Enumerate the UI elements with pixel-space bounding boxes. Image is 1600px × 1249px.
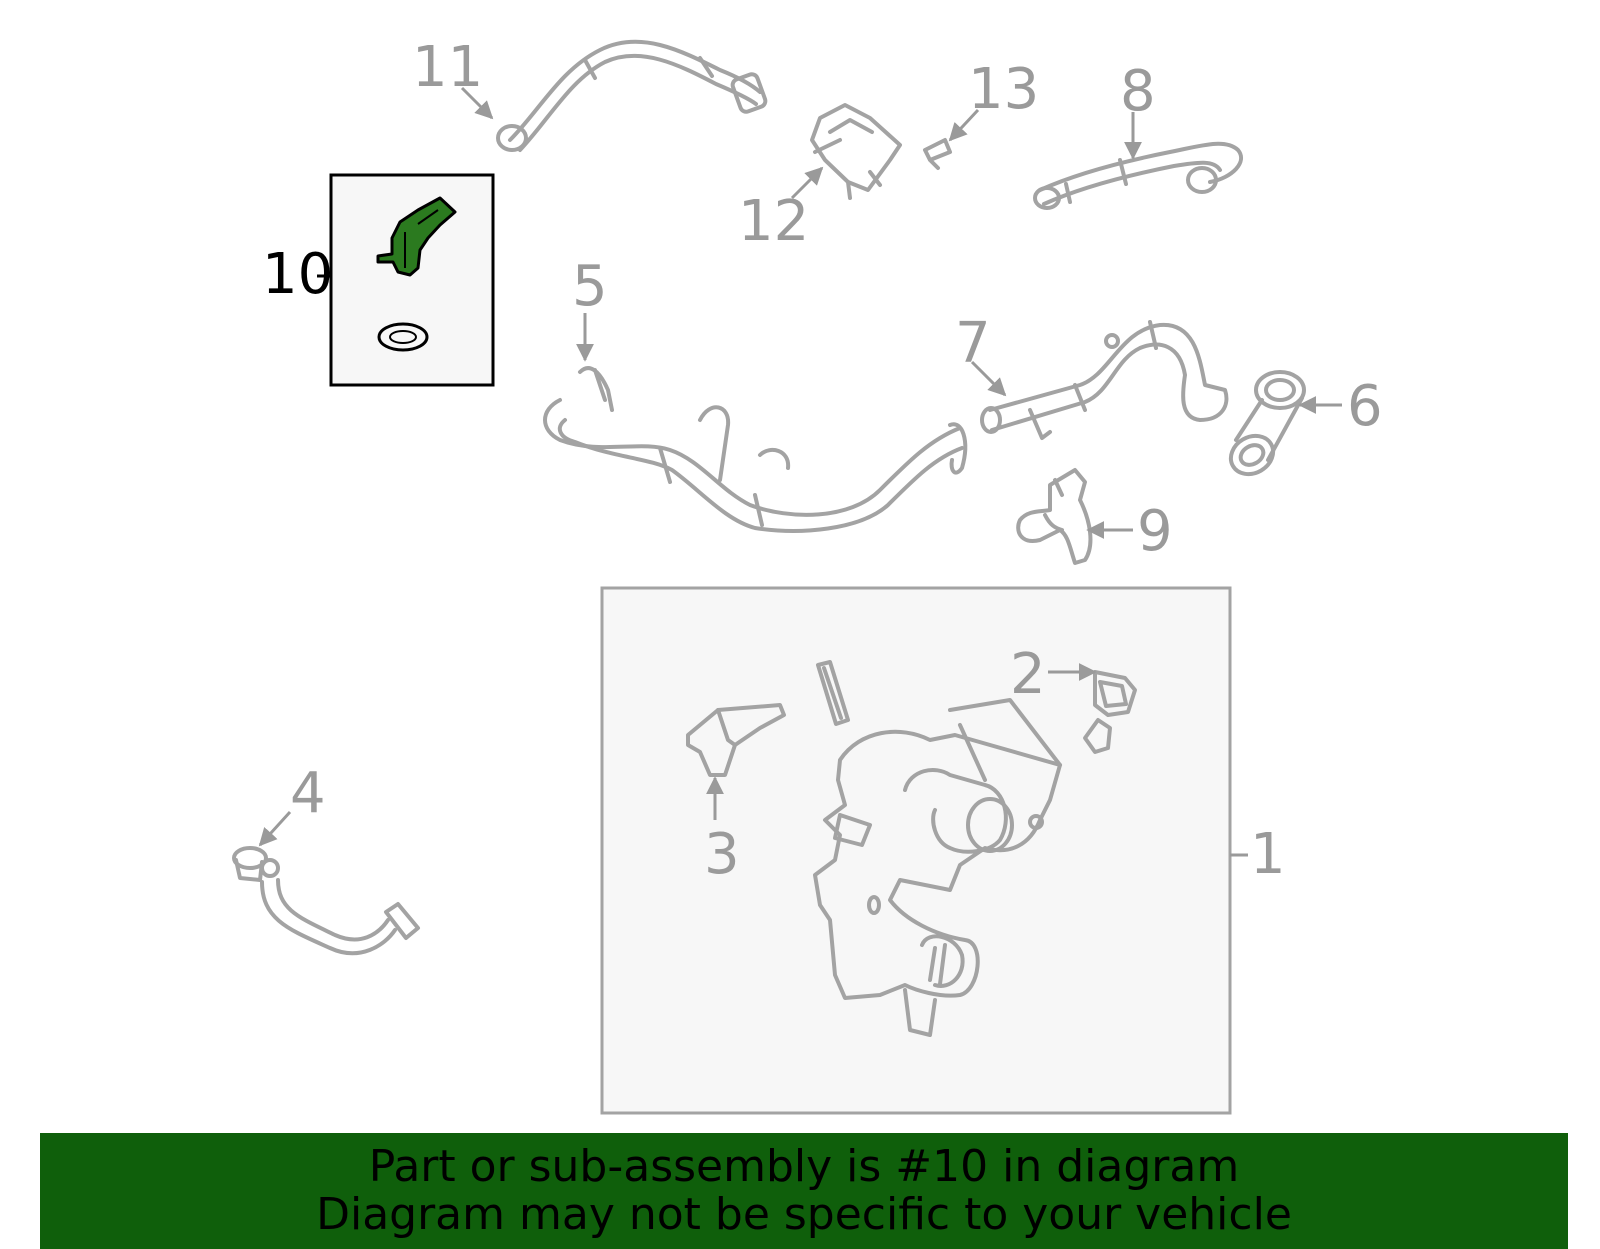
callout-10: 10 — [262, 242, 333, 307]
callout-7: 7 — [955, 311, 991, 376]
part-4-hose[interactable] — [232, 846, 420, 956]
part-9-connector[interactable] — [1016, 468, 1093, 565]
part-3-bracket[interactable] — [686, 703, 786, 777]
callout-1: 1 — [1250, 822, 1286, 887]
banner-line-2: Diagram may not be specific to your vehi… — [316, 1189, 1292, 1240]
part-1-seal[interactable] — [816, 660, 850, 726]
callout-labels: 11 13 8 12 10 5 7 6 9 2 4 3 1 — [262, 35, 1383, 887]
callout-12: 12 — [738, 189, 809, 254]
callout-4: 4 — [290, 761, 326, 826]
part-6-elbow[interactable] — [1224, 370, 1306, 482]
part-2-gasket[interactable] — [1083, 670, 1137, 754]
part-10-box[interactable] — [317, 173, 495, 387]
callout-9: 9 — [1137, 499, 1173, 564]
callout-11: 11 — [412, 35, 483, 100]
callout-6: 6 — [1347, 374, 1383, 439]
banner-line-1: Part or sub-assembly is #10 in diagram — [368, 1141, 1240, 1192]
part-12-valve[interactable] — [810, 103, 902, 200]
part-11-hose[interactable] — [496, 39, 768, 152]
part-8-hose[interactable] — [1033, 141, 1243, 210]
callout-3: 3 — [704, 822, 740, 887]
callout-2: 2 — [1010, 642, 1046, 707]
part-13-bolt[interactable] — [923, 138, 952, 170]
part-5-hose[interactable] — [543, 366, 968, 533]
part-10-fitting[interactable] — [376, 196, 457, 277]
part-7-hose[interactable] — [980, 320, 1229, 440]
leader-lines — [258, 86, 1342, 847]
part-1-housing[interactable] — [813, 698, 1062, 1037]
info-banner: Part or sub-assembly is #10 in diagram D… — [40, 1133, 1568, 1249]
callout-5: 5 — [572, 254, 608, 319]
callout-8: 8 — [1120, 59, 1156, 124]
part-1-box[interactable] — [600, 586, 1248, 1115]
callout-13: 13 — [968, 57, 1039, 122]
part-10-o-ring[interactable] — [377, 322, 429, 352]
